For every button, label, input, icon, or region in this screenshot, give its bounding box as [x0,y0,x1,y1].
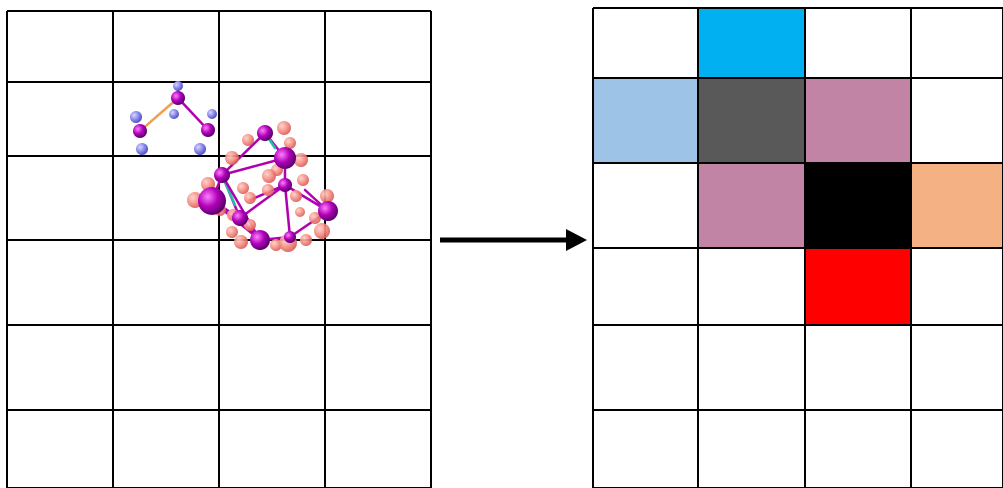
molecule-structure [130,81,338,252]
right-grid-cell-r2-c3 [911,163,1003,248]
metal-atom-10 [284,231,296,243]
oxygen-atom-20 [290,190,302,202]
metal-atom-6 [198,187,226,215]
right-grid-cell-r4-c3 [911,325,1003,410]
oxygen-atom-21 [262,169,276,183]
nitrogen-atom-1 [130,111,142,123]
right-grid-cell-r0-c0 [593,8,698,78]
right-grid-cell-r1-c3 [911,78,1003,163]
metal-atom-7 [232,210,248,226]
right-grid-cell-r5-c2 [805,410,911,488]
bond-4 [223,131,267,174]
bond-0 [138,96,180,133]
oxygen-atom-12 [226,226,238,238]
oxygen-atom-7 [297,174,309,186]
right-grid-cell-r0-c2 [805,8,911,78]
right-grid [592,7,1003,488]
oxygen-atom-3 [284,137,296,149]
right-grid-cell-r0-c1 [698,8,805,78]
right-grid-cell-r2-c1 [698,163,805,248]
metal-atom-5 [214,167,230,183]
nitrogen-atom-5 [194,143,206,155]
metal-atom-4 [274,147,296,169]
oxygen-atom-18 [314,223,330,239]
metal-atom-9 [278,178,292,192]
oxygen-atom-24 [295,207,305,217]
right-grid-cell-r5-c0 [593,410,698,488]
oxygen-atom-0 [225,151,239,165]
bond-1 [176,96,210,132]
oxygen-atom-14 [244,219,256,231]
right-grid-cell-r1-c1 [698,78,805,163]
right-grid-cell-r4-c0 [593,325,698,410]
oxygen-atom-25 [309,212,321,224]
right-grid-cell-r3-c2 [805,248,911,325]
oxygen-atom-19 [320,189,334,203]
left-grid [6,10,432,488]
oxygen-atom-10 [244,192,256,204]
metal-atom-11 [318,201,338,221]
oxygen-atom-4 [294,153,308,167]
right-grid-cell-r5-c3 [911,410,1003,488]
metal-atom-3 [257,125,273,141]
right-arrow [440,229,587,251]
metal-atom-2 [201,123,215,137]
right-grid-cell-r1-c0 [593,78,698,163]
oxygen-atom-1 [242,134,254,146]
bond-16 [283,183,292,239]
oxygen-atom-17 [300,234,312,246]
right-grid-cell-r3-c1 [698,248,805,325]
metal-atom-1 [171,91,185,105]
right-grid-cell-r3-c3 [911,248,1003,325]
right-grid-cell-r3-c0 [593,248,698,325]
metal-atom-8 [250,230,270,250]
oxygen-atom-22 [237,182,249,194]
right-grid-cell-r2-c0 [593,163,698,248]
right-grid-cell-r4-c1 [698,325,805,410]
right-grid-cell-r4-c2 [805,325,911,410]
right-grid-cell-r5-c1 [698,410,805,488]
oxygen-atom-13 [234,235,248,249]
bond-14 [238,183,287,220]
nitrogen-atom-2 [169,109,179,119]
metal-atom-0 [133,124,147,138]
oxygen-atom-6 [262,184,274,196]
nitrogen-atom-4 [136,143,148,155]
nitrogen-atom-0 [173,81,183,91]
oxygen-atom-15 [270,239,282,251]
oxygen-atom-2 [277,121,291,135]
right-grid-cell-r1-c2 [805,78,911,163]
right-grid-cell-r0-c3 [911,8,1003,78]
arrow-head [566,229,587,251]
nitrogen-atom-3 [207,109,217,119]
right-grid-cell-r2-c2 [805,163,911,248]
